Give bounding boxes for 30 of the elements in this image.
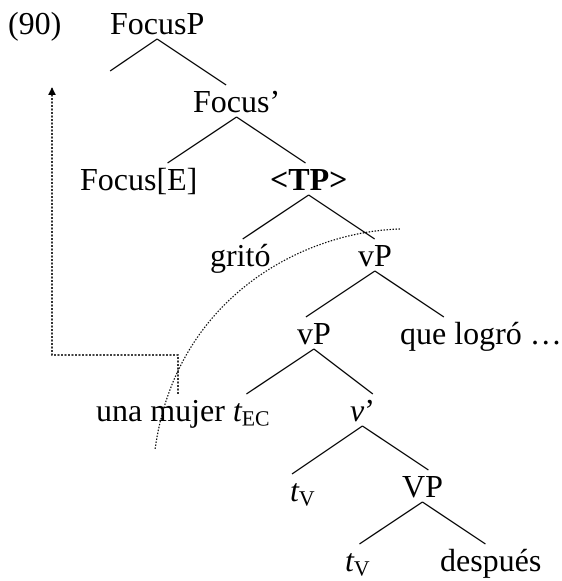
tree-node-label: VP (402, 470, 443, 502)
tree-node-label: t$_{V}$ (345, 544, 370, 576)
tree-branch (314, 348, 374, 395)
tree-branch (422, 501, 486, 545)
tree-branch (306, 270, 376, 318)
example-number: (90) (8, 7, 62, 39)
tree-node-label: vP (297, 317, 331, 349)
tree-node-label: que logró … (400, 317, 562, 349)
tree-branch (362, 425, 429, 471)
tree-node-label: una mujer t$_{EC}$ (96, 394, 270, 426)
tree-branch (110, 38, 158, 72)
tree-node-label: v’ (350, 394, 375, 426)
tree-node-label: gritó (210, 239, 270, 271)
tree-node-label: <TP> (270, 163, 348, 195)
tree-branch (374, 270, 444, 318)
tree-node-label: FocusP (110, 7, 204, 39)
tree-branch (156, 38, 226, 86)
tree-branch (236, 116, 306, 164)
tree-node-label: vP (358, 239, 392, 271)
tree-node-label: después (440, 544, 542, 576)
tree-branch (308, 194, 376, 240)
tree-branch (292, 425, 363, 475)
tree-branch (167, 116, 237, 164)
tree-node-label: Focus[E] (80, 163, 198, 195)
tree-branch (242, 194, 310, 240)
tree-node-label: t$_{V}$ (290, 474, 315, 506)
tree-branch (246, 348, 314, 395)
tree-node-label: Focus’ (193, 85, 280, 117)
tree-branch (359, 501, 423, 545)
movement-arrow (48, 87, 179, 394)
